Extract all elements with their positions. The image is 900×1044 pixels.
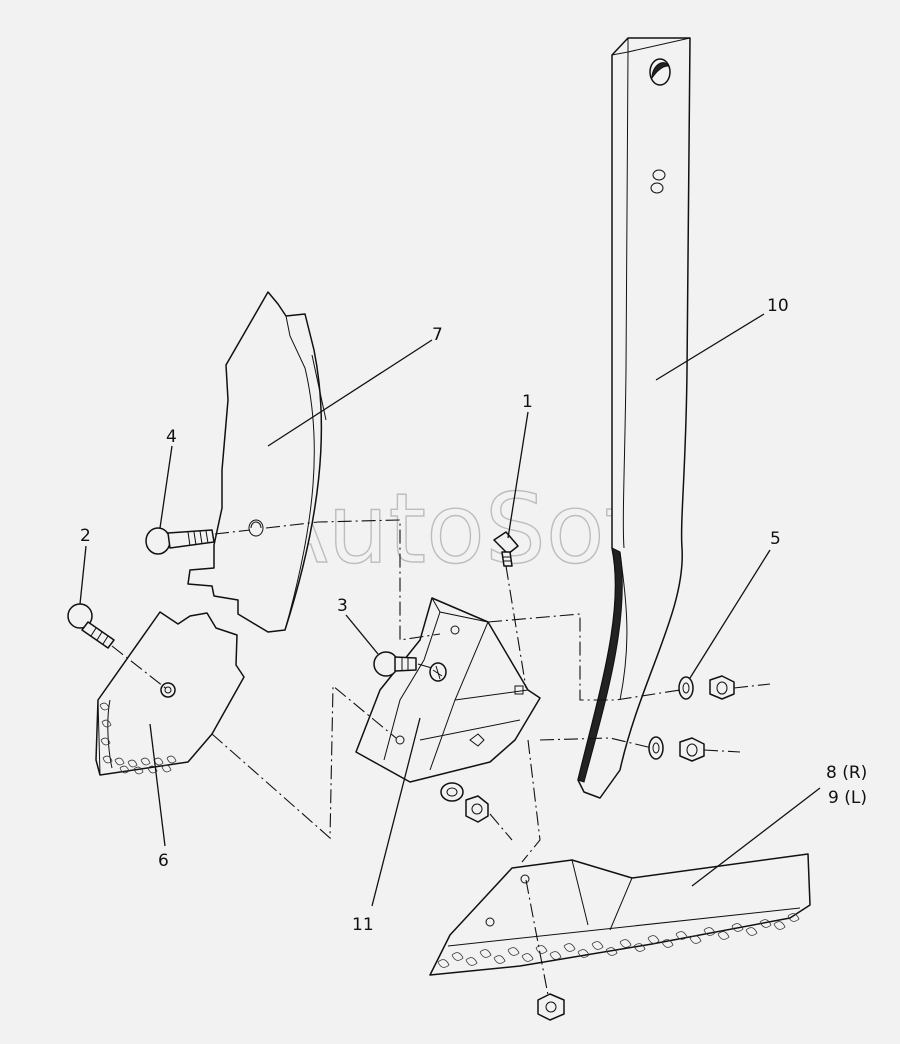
callout-2: 2 xyxy=(80,526,91,546)
callout-6: 6 xyxy=(158,851,169,871)
assembly-centerlines xyxy=(111,519,771,996)
callout-7: 7 xyxy=(432,325,443,345)
watermark: AutoSoft xyxy=(262,473,674,585)
bracket-part-11 xyxy=(355,597,541,783)
callouts: 7 4 2 3 1 10 5 8 (R) 9 (L) 6 11 xyxy=(80,296,867,935)
callout-3: 3 xyxy=(337,596,348,616)
callout-10: 10 xyxy=(767,296,789,316)
point-part-6 xyxy=(95,611,245,776)
callout-8-r: 8 (R) xyxy=(826,763,867,783)
callout-9-l: 9 (L) xyxy=(828,788,867,808)
shank-part-10 xyxy=(577,37,691,799)
bolt-part-1 xyxy=(493,531,519,567)
shield-part-7 xyxy=(187,291,327,633)
callout-4: 4 xyxy=(166,427,177,447)
nut-share xyxy=(537,993,565,1021)
leader-lines xyxy=(79,313,821,907)
washer-nut-part-5 xyxy=(648,675,735,762)
bolt-part-3 xyxy=(373,651,417,677)
bolt-part-2 xyxy=(67,603,115,649)
callout-5: 5 xyxy=(770,529,781,549)
washer-nut-bracket xyxy=(440,782,489,823)
callout-1: 1 xyxy=(522,392,533,412)
share-part-8-9 xyxy=(429,853,811,976)
callout-11: 11 xyxy=(352,915,374,935)
bolt-part-4 xyxy=(145,527,215,555)
